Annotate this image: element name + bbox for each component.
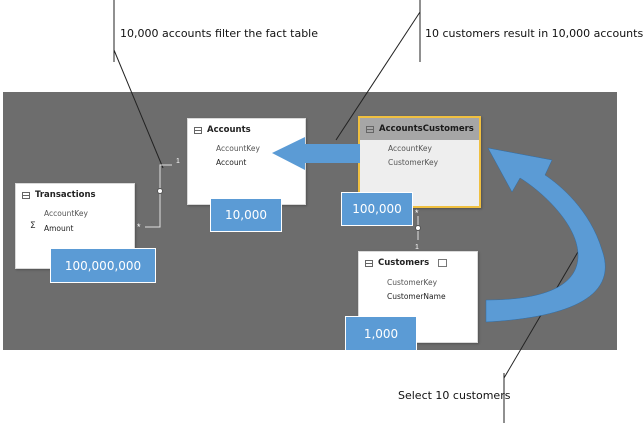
table-accounts[interactable]: Accounts AccountKey Account bbox=[187, 118, 306, 205]
cardinality-one: 1 bbox=[176, 158, 180, 165]
field-accountkey[interactable]: AccountKey bbox=[388, 144, 432, 153]
badge-customers-count: 1,000 bbox=[345, 316, 417, 351]
relationship-connector bbox=[157, 188, 163, 194]
field-customername[interactable]: CustomerName bbox=[387, 292, 446, 301]
callout-line-accounts-filter-diagonal bbox=[113, 49, 164, 169]
callout-line-customers-result-diagonal bbox=[335, 11, 421, 141]
badge-transactions-count: 100,000,000 bbox=[50, 248, 156, 283]
field-customerkey[interactable]: CustomerKey bbox=[388, 158, 439, 167]
relationship-line-transactions-accounts bbox=[145, 164, 172, 228]
filter-arrow-left bbox=[272, 137, 360, 170]
callout-accounts-filter: 10,000 accounts filter the fact table bbox=[120, 27, 318, 40]
table-customers-title: Customers bbox=[378, 258, 430, 268]
diagram-overlay: * 1 * 1 bbox=[113, 0, 606, 423]
cardinality-one: 1 bbox=[415, 244, 419, 251]
curved-filter-arrow bbox=[485, 147, 606, 323]
table-customers-header: Customers bbox=[359, 252, 477, 270]
table-accounts-title: Accounts bbox=[207, 125, 251, 135]
field-amount[interactable]: Amount bbox=[44, 224, 74, 233]
cardinality-many: * bbox=[415, 208, 419, 218]
callout-customers-result: 10 customers result in 10,000 accounts bbox=[425, 27, 643, 40]
badge-accounts-count: 10,000 bbox=[210, 198, 282, 232]
callout-select-customers: Select 10 customers bbox=[398, 389, 511, 402]
field-account[interactable]: Account bbox=[216, 158, 247, 167]
table-transactions-header: Transactions bbox=[16, 184, 134, 202]
sigma-icon: Σ bbox=[30, 221, 36, 231]
relationship-connector bbox=[415, 225, 421, 231]
table-icon bbox=[366, 125, 374, 133]
table-icon bbox=[22, 191, 30, 199]
table-accounts-customers-title: AccountsCustomers bbox=[379, 124, 474, 134]
table-customers[interactable]: Customers CustomerKey CustomerName bbox=[358, 251, 478, 343]
table-icon bbox=[365, 259, 373, 267]
filter-icon[interactable] bbox=[438, 259, 448, 267]
field-customerkey[interactable]: CustomerKey bbox=[387, 278, 438, 287]
field-accountkey[interactable]: AccountKey bbox=[216, 144, 260, 153]
field-accountkey[interactable]: AccountKey bbox=[44, 209, 88, 218]
table-accounts-header: Accounts bbox=[188, 119, 305, 137]
table-accounts-customers-header: AccountsCustomers bbox=[360, 118, 479, 140]
table-transactions-title: Transactions bbox=[35, 190, 96, 200]
cardinality-many: * bbox=[137, 222, 141, 232]
badge-accountscustomers-count: 100,000 bbox=[341, 192, 413, 226]
table-icon bbox=[194, 126, 202, 134]
